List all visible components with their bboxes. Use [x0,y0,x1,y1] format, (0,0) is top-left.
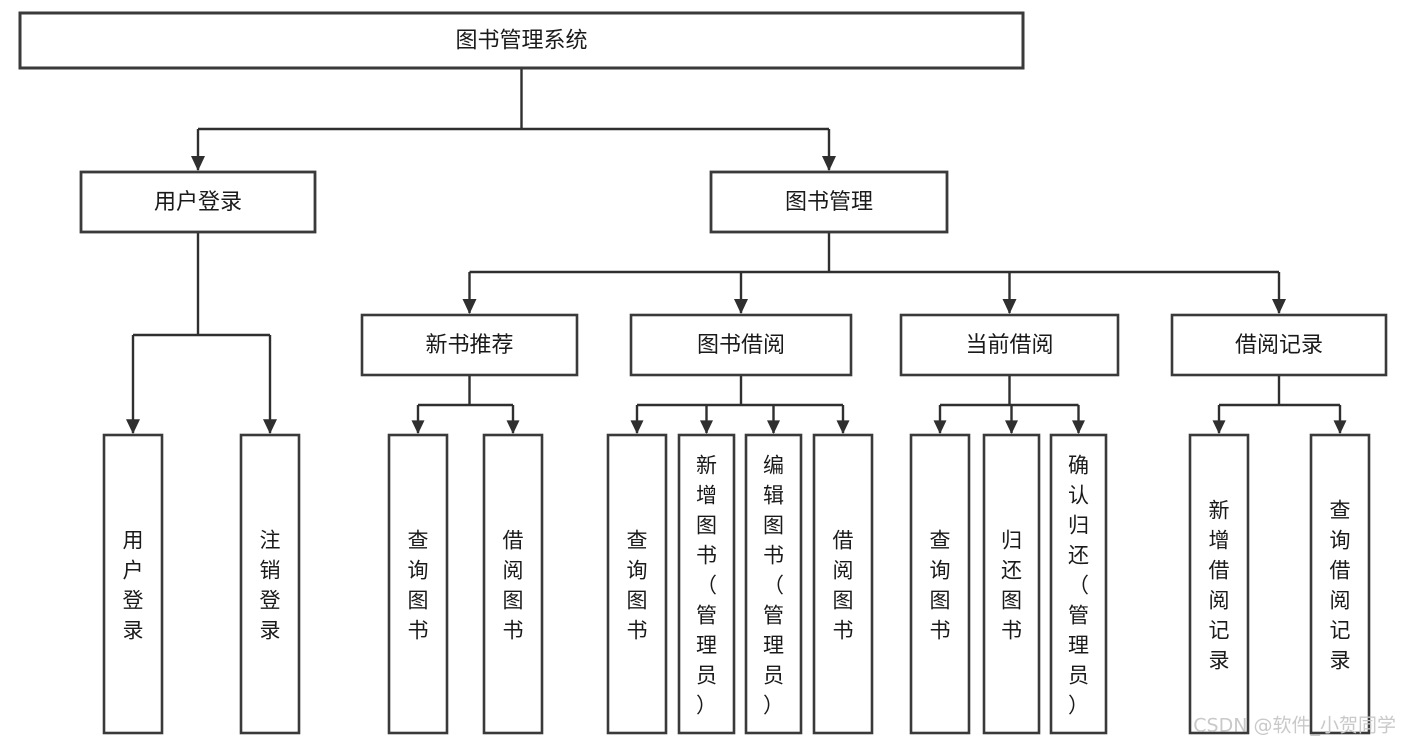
node-box-leaf-query-record [1309,433,1371,735]
csdn-watermark: CSDN @软件_小贺同学 [1193,715,1396,737]
node-label-book-borrow: 图书借阅 [697,333,785,358]
arrow-head-icon-root-1 [822,156,836,171]
node-current-borrow[interactable]: 当前借阅 [899,313,1120,377]
node-book-borrow[interactable]: 图书借阅 [629,313,853,377]
node-box-new-book-recommend [360,313,579,377]
node-borrow-record[interactable]: 借阅记录 [1170,313,1388,377]
node-label-leaf-logout-login: 注销登录 [260,528,281,642]
arrow-head-icon-l3-0 [462,299,477,314]
arrow-head-icon-leaf-9 [1005,420,1018,434]
node-book-manage[interactable]: 图书管理 [709,170,949,234]
node-box-leaf-logout-login [239,433,301,735]
node-leaf-query-book-1[interactable]: 查询图书 [387,433,449,735]
node-box-leaf-return-book [982,433,1041,735]
node-leaf-return-book[interactable]: 归还图书 [982,433,1041,735]
node-box-leaf-user-login [102,433,164,735]
connectors-layer [126,68,1347,434]
arrow-head-icon-leaf-2 [411,420,425,434]
arrow-head-icon-leaf-12 [1333,420,1347,434]
node-label-current-borrow: 当前借阅 [965,333,1053,358]
node-root[interactable]: 图书管理系统 [18,11,1025,70]
arrow-head-icon-l3-2 [1002,299,1017,314]
node-label-leaf-query-book-1: 查询图书 [408,528,429,642]
node-label-user-login: 用户登录 [154,190,242,215]
arrow-head-icon-l3-3 [1272,299,1286,314]
node-box-leaf-edit-book [744,433,803,735]
node-label-book-manage: 图书管理 [785,190,873,215]
node-label-leaf-borrow-book-1: 借阅图书 [503,528,524,642]
node-label-leaf-user-login: 用户登录 [123,528,144,642]
node-box-leaf-borrow-book-2 [812,433,874,735]
node-leaf-add-book[interactable]: 新增图书（管理员） [677,433,736,735]
node-box-leaf-confirm-return [1049,433,1108,735]
node-box-borrow-record [1170,313,1388,377]
arrow-head-icon-leaf-11 [1212,420,1226,434]
node-label-leaf-query-record: 查询借阅记录 [1330,498,1351,672]
node-leaf-add-record[interactable]: 新增借阅记录 [1188,433,1250,735]
node-box-leaf-query-book-2 [606,433,668,735]
arrow-head-icon-leaf-5 [700,420,713,434]
node-label-leaf-borrow-book-2: 借阅图书 [833,528,854,642]
node-leaf-logout-login[interactable]: 注销登录 [239,433,301,735]
arrow-head-icon-leaf-10 [1072,420,1085,434]
node-box-book-borrow [629,313,853,377]
nodes-layer: 图书管理系统用户登录图书管理新书推荐图书借阅当前借阅借阅记录用户登录注销登录查询… [18,11,1388,735]
node-label-leaf-query-book-3: 查询图书 [930,528,951,642]
node-leaf-confirm-return[interactable]: 确认归还（管理员） [1049,433,1108,735]
node-label-leaf-confirm-return: 确认归还（管理员） [1068,453,1089,717]
node-box-leaf-add-book [677,433,736,735]
node-box-root [18,11,1025,70]
node-label-leaf-return-book: 归还图书 [1001,528,1022,642]
node-leaf-query-record[interactable]: 查询借阅记录 [1309,433,1371,735]
arrow-head-icon-leaf-1 [263,419,277,434]
arrow-head-icon-leaf-3 [506,420,520,434]
node-box-leaf-query-book-1 [387,433,449,735]
node-label-root: 图书管理系统 [455,29,587,54]
node-box-leaf-add-record [1188,433,1250,735]
node-box-leaf-borrow-book-1 [482,433,544,735]
arrow-head-icon-root-0 [191,156,205,171]
node-new-book-recommend[interactable]: 新书推荐 [360,313,579,377]
node-box-leaf-query-book-3 [909,433,971,735]
node-leaf-borrow-book-2[interactable]: 借阅图书 [812,433,874,735]
node-leaf-query-book-3[interactable]: 查询图书 [909,433,971,735]
node-leaf-edit-book[interactable]: 编辑图书（管理员） [744,433,803,735]
node-box-user-login [79,170,317,234]
arrow-head-icon-leaf-7 [836,420,850,434]
node-leaf-user-login[interactable]: 用户登录 [102,433,164,735]
node-label-leaf-edit-book: 编辑图书（管理员） [763,453,784,717]
arrow-head-icon-leaf-0 [126,419,140,434]
node-label-leaf-add-book: 新增图书（管理员） [696,453,717,717]
node-leaf-borrow-book-1[interactable]: 借阅图书 [482,433,544,735]
node-leaf-query-book-2[interactable]: 查询图书 [606,433,668,735]
arrow-head-icon-leaf-6 [767,420,780,434]
node-box-current-borrow [899,313,1120,377]
node-label-new-book-recommend: 新书推荐 [425,333,513,358]
node-label-leaf-add-record: 新增借阅记录 [1209,498,1230,672]
arrow-head-icon-leaf-4 [630,420,644,434]
node-label-borrow-record: 借阅记录 [1235,333,1323,358]
node-label-leaf-query-book-2: 查询图书 [627,528,648,642]
node-box-book-manage [709,170,949,234]
arrow-head-icon-l3-1 [734,299,748,314]
arrow-head-icon-leaf-8 [933,420,947,434]
node-user-login[interactable]: 用户登录 [79,170,317,234]
